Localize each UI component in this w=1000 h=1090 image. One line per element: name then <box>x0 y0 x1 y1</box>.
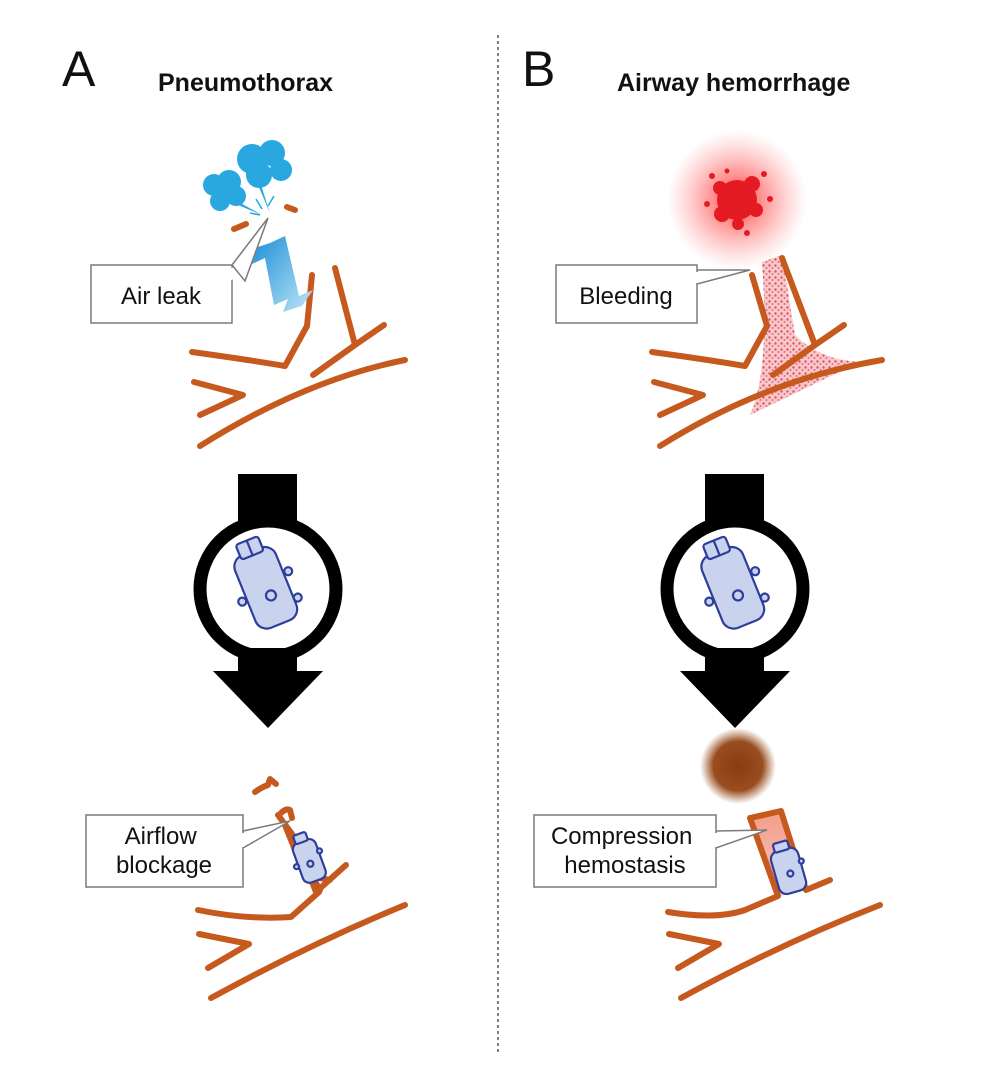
panel-b: B Airway hemorrhage Bleeding <box>522 41 885 1001</box>
airway-bottom-b <box>665 808 883 1001</box>
callout-bleeding: Bleeding <box>555 264 751 324</box>
panel-title-a: Pneumothorax <box>158 69 333 97</box>
panel-title-b: Airway hemorrhage <box>617 69 851 97</box>
airway-bottom-a <box>195 776 408 1001</box>
bronchial-balloon-device-icon <box>233 535 303 630</box>
balloon-occluder-icon <box>291 831 327 884</box>
callout-compression-line-1: Compression <box>551 823 692 850</box>
process-arrow-b <box>660 474 810 728</box>
callout-airflow-blockage: Airflow blockage <box>85 814 291 888</box>
airway-top-a <box>189 204 408 449</box>
bronchial-balloon-device-icon-b <box>700 535 770 630</box>
callout-compression-text: Compression hemostasis <box>551 823 699 879</box>
callout-air-leak: Air leak <box>90 217 269 324</box>
callout-bleeding-text: Bleeding <box>579 283 672 310</box>
airway-top-b <box>649 255 885 449</box>
panel-a: A Pneumothorax Air leak <box>62 41 408 1001</box>
panel-letter-a: A <box>62 41 96 97</box>
callout-airflow-line-2: blockage <box>116 852 212 879</box>
clot-icon <box>700 728 776 804</box>
air-leak-cloud-icon <box>203 140 292 215</box>
panel-letter-b: B <box>522 41 555 97</box>
airflow-double-arrow-icon <box>252 236 313 312</box>
leak-burst-lines <box>249 195 275 216</box>
process-arrow-a <box>193 474 343 728</box>
callout-airflow-blockage-text: Airflow blockage <box>116 823 212 879</box>
callout-air-leak-text: Air leak <box>121 283 202 310</box>
callout-compression-hemostasis: Compression hemostasis <box>533 814 768 888</box>
callout-compression-line-2: hemostasis <box>564 852 685 879</box>
callout-airflow-line-1: Airflow <box>125 823 198 850</box>
balloon-compression-icon <box>769 839 808 896</box>
blood-splatter-icon <box>704 168 773 236</box>
